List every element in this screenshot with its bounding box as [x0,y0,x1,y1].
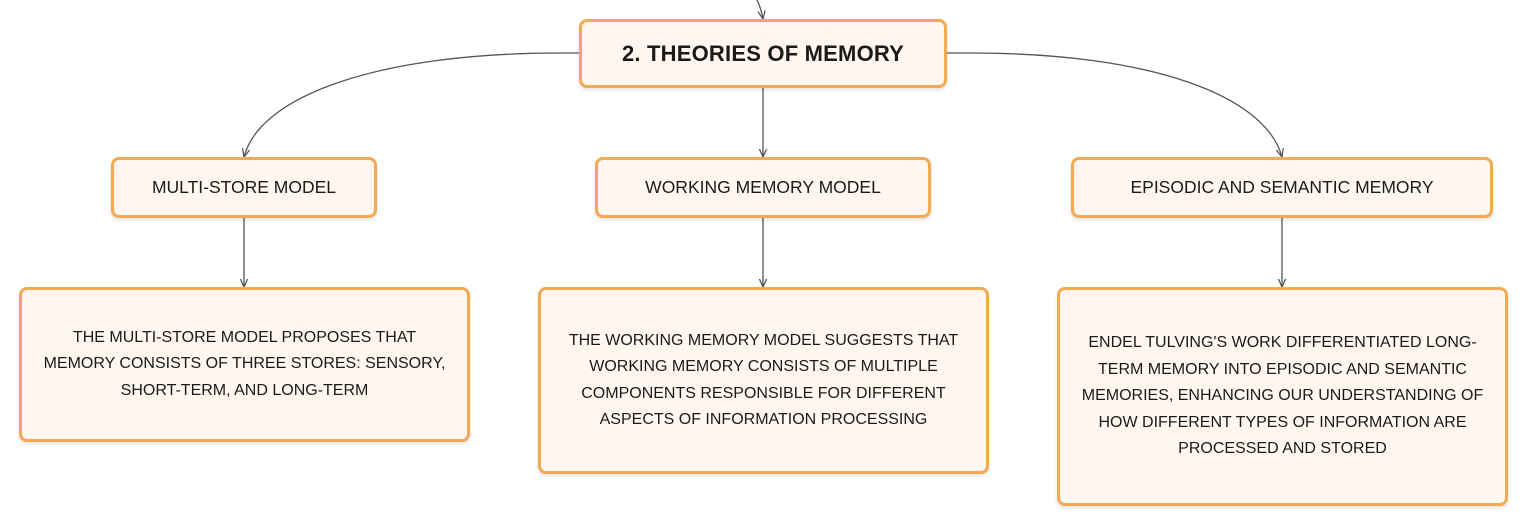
detail-node-text: ENDEL TULVING'S WORK DIFFERENTIATED LONG… [1081,334,1484,458]
topic-node-multi-store-model[interactable]: MULTI-STORE MODEL [111,157,377,218]
topic-node-label: MULTI-STORE MODEL [151,177,337,197]
detail-node-multi-store-model[interactable]: THE MULTI-STORE MODEL PROPOSES THAT MEMO… [19,287,470,442]
root-node-label: 2. THEORIES OF MEMORY [621,40,905,66]
connector-root-to-episodic-semantic [947,52,1282,157]
topic-node-episodic-semantic-memory[interactable]: EPISODIC AND SEMANTIC MEMORY [1071,157,1493,218]
topic-node-label: EPISODIC AND SEMANTIC MEMORY [1130,177,1434,197]
topic-node-label: WORKING MEMORY MODEL [645,177,881,197]
topic-node-working-memory-model[interactable]: WORKING MEMORY MODEL [595,157,931,218]
connector-root-to-multi-store [244,52,579,157]
detail-node-text: THE MULTI-STORE MODEL PROPOSES THAT MEMO… [43,328,446,399]
root-node[interactable]: 2. THEORIES OF MEMORY [579,19,947,88]
detail-node-episodic-semantic-memory[interactable]: ENDEL TULVING'S WORK DIFFERENTIATED LONG… [1057,287,1508,506]
detail-node-text: THE WORKING MEMORY MODEL SUGGESTS THAT W… [568,331,959,429]
detail-node-working-memory-model[interactable]: THE WORKING MEMORY MODEL SUGGESTS THAT W… [538,287,989,474]
connector-incoming [756,0,763,19]
